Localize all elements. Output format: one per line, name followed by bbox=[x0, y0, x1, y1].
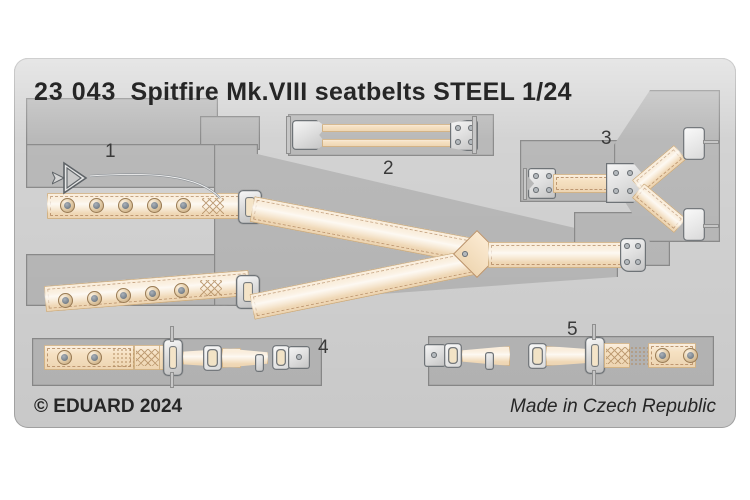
part-5-end-disc-plate bbox=[424, 344, 446, 367]
buckle-slot bbox=[169, 346, 177, 369]
part-4-main-buckle bbox=[163, 339, 183, 376]
copyright-text: © EDUARD 2024 bbox=[34, 396, 183, 417]
fitting-hole bbox=[455, 125, 461, 131]
eyelet bbox=[87, 350, 102, 365]
eyelet bbox=[176, 198, 191, 213]
part-3-lower-clip bbox=[683, 208, 705, 241]
part-label-5: 5 bbox=[567, 319, 578, 340]
part-4-hook bbox=[255, 354, 264, 372]
sprue-tab bbox=[703, 140, 719, 144]
part-5-end-buckle-inner bbox=[448, 347, 458, 364]
stitch-line bbox=[491, 245, 621, 265]
part-4-rect-buckle-inner bbox=[207, 349, 218, 367]
buckle-slot bbox=[243, 282, 253, 302]
part-1-panel bbox=[26, 98, 218, 150]
part-2-strap-bottom bbox=[322, 139, 452, 147]
part-5-hook bbox=[485, 352, 494, 370]
eyelet bbox=[58, 293, 73, 308]
part-label-2: 2 bbox=[383, 158, 394, 179]
sprue-tab bbox=[170, 372, 174, 388]
plate-hole bbox=[613, 170, 619, 176]
origin-text: Made in Czech Republic bbox=[510, 396, 716, 417]
eyelet bbox=[655, 348, 670, 363]
sprue-tab bbox=[703, 224, 719, 228]
harness-tail-fitting bbox=[620, 238, 646, 272]
stipple-zone bbox=[630, 346, 652, 365]
fitting-hole bbox=[455, 139, 461, 145]
eyelet bbox=[118, 198, 133, 213]
plate-hole bbox=[613, 188, 619, 194]
sprue-tab bbox=[592, 324, 596, 340]
eyelet bbox=[116, 288, 131, 303]
fitting-hole bbox=[635, 259, 641, 265]
sprue-tab bbox=[286, 116, 291, 154]
part-4-end-disc-plate bbox=[288, 346, 310, 369]
eyelet bbox=[147, 198, 162, 213]
part-5-rect-buckle-inner bbox=[532, 347, 543, 365]
part-label-1: 1 bbox=[105, 141, 116, 162]
sprue-tab bbox=[170, 326, 174, 342]
part-4-end-buckle-inner bbox=[276, 349, 286, 366]
sprue-tab bbox=[523, 168, 527, 200]
fitting-hole bbox=[624, 259, 630, 265]
cross-stitch-zone bbox=[606, 347, 630, 364]
fitting-hole bbox=[533, 173, 539, 179]
plate-hole bbox=[627, 170, 633, 176]
buckle-slot bbox=[591, 344, 599, 367]
page-title: 23 043 Spitfire Mk.VIII seatbelts STEEL 1… bbox=[34, 78, 572, 107]
cross-stitch-zone bbox=[202, 198, 224, 214]
part-5-main-buckle bbox=[585, 337, 605, 374]
fitting-hole bbox=[546, 187, 552, 193]
eyelet bbox=[57, 350, 72, 365]
catalog-number: 23 043 bbox=[34, 78, 117, 106]
eyelet bbox=[60, 198, 75, 213]
eyelet bbox=[89, 198, 104, 213]
eyelet bbox=[683, 348, 698, 363]
part-label-4: 4 bbox=[318, 337, 329, 358]
buckle-slot bbox=[245, 197, 255, 217]
fitting-hole bbox=[468, 139, 474, 145]
fitting-hole bbox=[296, 354, 302, 360]
part-3-upper-clip bbox=[683, 127, 705, 160]
product-name: Spitfire Mk.VIII seatbelts STEEL 1/24 bbox=[130, 78, 572, 106]
fitting-hole bbox=[546, 173, 552, 179]
fitting-hole bbox=[635, 243, 641, 249]
part-label-3: 3 bbox=[601, 128, 612, 149]
part-1-triangular-clasp bbox=[50, 160, 92, 196]
part-2-strap-top bbox=[322, 124, 452, 132]
eyelet bbox=[145, 286, 160, 301]
part-1-connecting-wire bbox=[89, 173, 221, 199]
fitting-hole bbox=[468, 125, 474, 131]
junction-hole bbox=[462, 251, 468, 257]
fitting-hole bbox=[431, 352, 437, 358]
sprue-tab bbox=[592, 370, 596, 386]
stipple-zone bbox=[112, 348, 134, 367]
cross-stitch-zone bbox=[200, 280, 222, 296]
eyelet bbox=[87, 291, 102, 306]
clasp-icon bbox=[50, 161, 88, 195]
eyelet bbox=[174, 283, 189, 298]
part-3-center-strap bbox=[553, 174, 610, 193]
harness-tail-strap bbox=[488, 242, 624, 268]
fitting-hole bbox=[624, 243, 630, 249]
fitting-hole bbox=[533, 187, 539, 193]
stitch-line bbox=[556, 177, 607, 190]
cross-stitch-zone bbox=[136, 349, 160, 366]
sprue-tab bbox=[472, 116, 477, 154]
part-5-strap-tapered2 bbox=[546, 346, 596, 366]
plate-hole bbox=[627, 188, 633, 194]
